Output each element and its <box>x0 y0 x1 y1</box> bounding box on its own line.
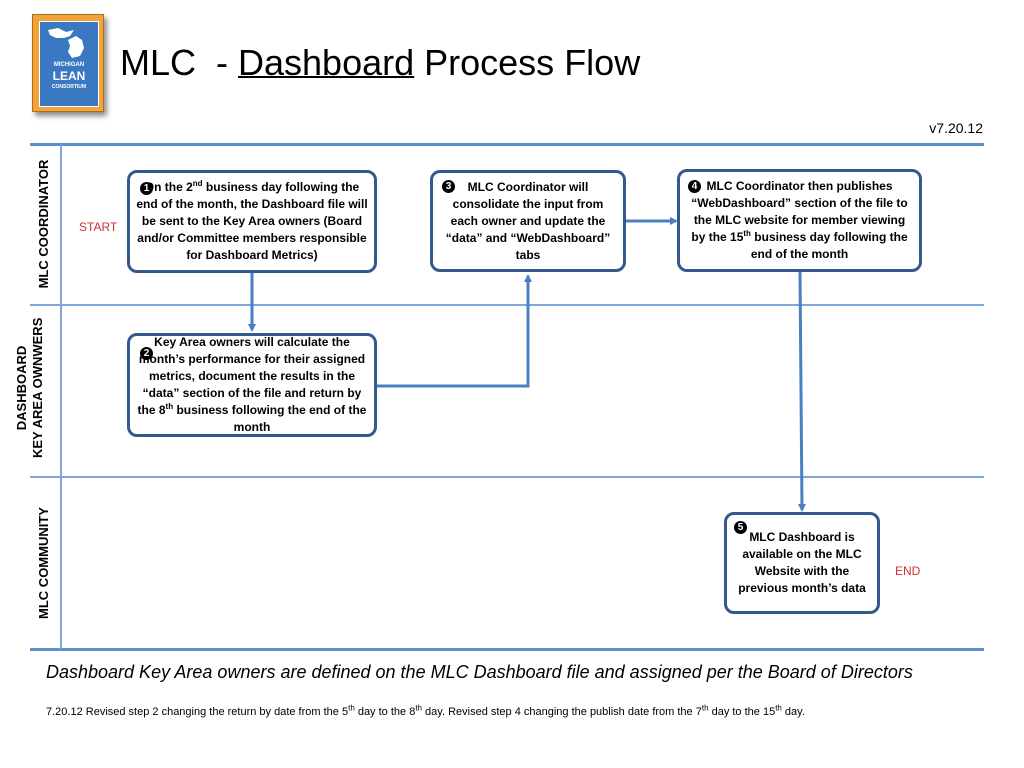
step-2-text: Key Area owners will calculate the month… <box>136 334 368 436</box>
note-sup-1: th <box>348 703 355 713</box>
note-sup-4: th <box>775 703 782 713</box>
step-4-text-b: business day following the end of the mo… <box>750 230 908 261</box>
step-1-number: 1 <box>140 182 153 195</box>
step-4-text-a: MLC Coordinator then publishes “WebDashb… <box>691 179 908 244</box>
michigan-map-icon <box>48 28 84 58</box>
page-title: MLC - Dashboard Process Flow <box>120 42 640 84</box>
step-1-sup: nd <box>192 179 203 188</box>
step-3-number: 3 <box>442 180 455 193</box>
footer-definition: Dashboard Key Area owners are defined on… <box>46 662 913 682</box>
note-part-5: day. <box>781 706 805 718</box>
start-label: START <box>79 220 118 234</box>
note-part-1: 7.20.12 Revised step 2 changing the retu… <box>46 706 349 718</box>
step-3-text: MLC Coordinator will consolidate the inp… <box>439 179 617 264</box>
step-2-text-b: business following the end of the month <box>173 403 367 434</box>
step-2-box: 2 Key Area owners will calculate the mon… <box>127 333 377 437</box>
end-label: END <box>895 564 921 578</box>
lane-label-divider <box>60 145 62 649</box>
lane-divider-1 <box>30 304 984 306</box>
step-5-text-a: MLC Dashboard is available on the MLC We… <box>738 530 866 595</box>
arrow-4-to-5 <box>797 270 806 512</box>
revision-note: 7.20.12 Revised step 2 changing the retu… <box>46 703 805 718</box>
lane-bottom-border <box>30 648 984 651</box>
version-label: v7.20.12 <box>929 120 983 136</box>
note-part-2: day to the 8 <box>354 706 416 718</box>
step-2-number: 2 <box>140 347 153 360</box>
step-3-text-a: MLC Coordinator will consolidate the inp… <box>445 179 611 262</box>
step-5-box: 5 MLC Dashboard is available on the MLC … <box>724 512 880 614</box>
logo-line2: LEAN <box>52 69 86 83</box>
step-1-text: On the 2nd business day following the en… <box>136 179 368 264</box>
note-sup-3: th <box>701 703 709 713</box>
logo-line1: MICHIGAN <box>53 62 85 68</box>
step-1-text-a: On the 2 <box>144 180 193 194</box>
step-4-text: MLC Coordinator then publishes “WebDashb… <box>686 178 913 263</box>
step-2-text-a: Key Area owners will calculate the month… <box>137 335 366 417</box>
step-4-sup: th <box>743 229 751 238</box>
step-3-box: 3 MLC Coordinator will consolidate the i… <box>430 170 626 272</box>
step-1-text-b: business day following the end of the mo… <box>136 180 368 262</box>
step-5-number: 5 <box>734 521 747 534</box>
note-part-4: day to the 15 <box>708 706 776 718</box>
lane-divider-2 <box>30 476 984 478</box>
logo-line3: CONSORTIUM <box>51 84 87 90</box>
lane-top-border <box>30 143 984 146</box>
title-underlined: Dashboard <box>238 42 415 83</box>
step-1-box: 1 On the 2nd business day following the … <box>127 170 377 273</box>
step-4-number: 4 <box>688 180 701 193</box>
step-2-sup: th <box>165 402 174 411</box>
title-suffix: Process Flow <box>414 42 641 83</box>
arrow-2-to-3 <box>377 274 532 388</box>
note-sup-2: th <box>415 703 422 713</box>
mlc-logo: MICHIGAN LEAN CONSORTIUM <box>32 14 104 112</box>
note-part-3: day. Revised step 4 changing the publish… <box>421 706 702 718</box>
step-5-text: MLC Dashboard is available on the MLC We… <box>733 529 871 597</box>
title-prefix: MLC - <box>120 42 239 83</box>
step-4-box: 4 MLC Coordinator then publishes “WebDas… <box>677 169 922 272</box>
